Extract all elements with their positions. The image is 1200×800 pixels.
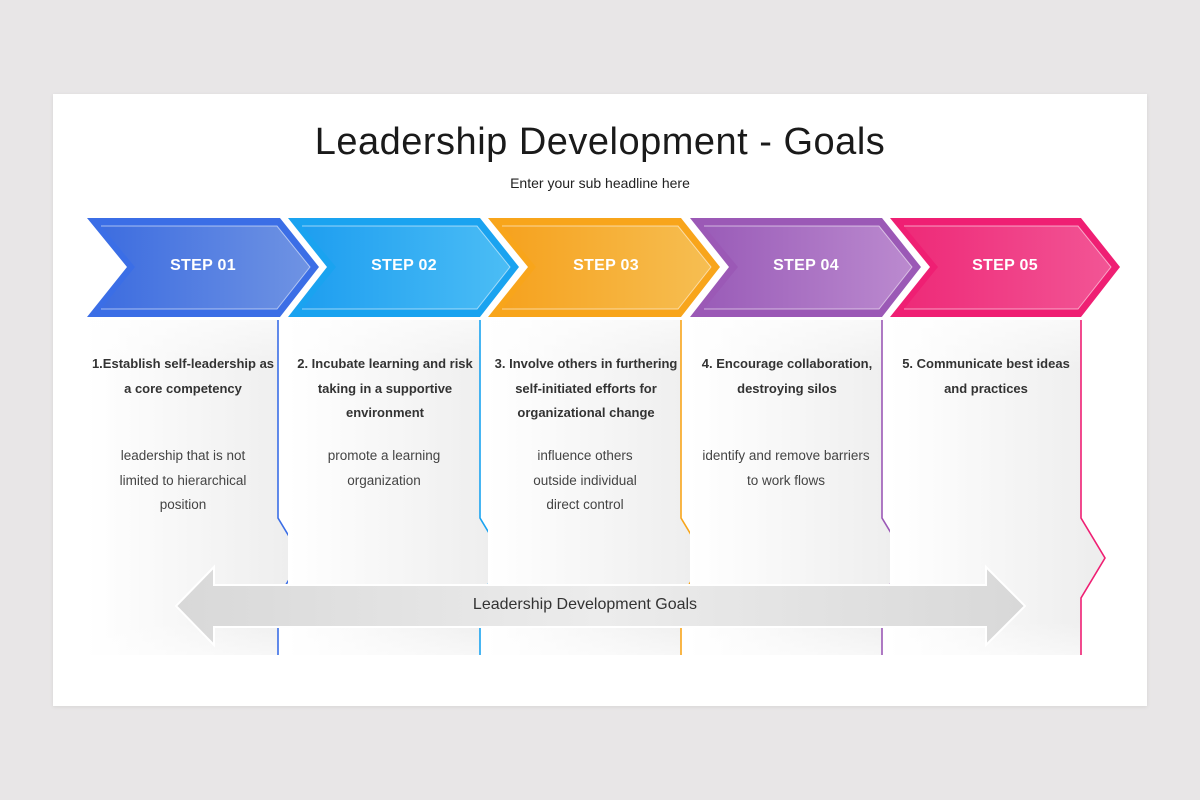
card-description-4: identify and remove barriers to work flo…: [702, 448, 870, 488]
card-1: [87, 320, 303, 656]
card-heading-3: 3. Involve others in furthering self-ini…: [494, 356, 678, 420]
card-2: [288, 320, 505, 656]
step-label-1: STEP 01: [170, 257, 236, 274]
card-heading-4: 4. Encourage collaboration, destroying s…: [701, 356, 873, 396]
step-label-4: STEP 04: [773, 257, 839, 274]
card-5: [890, 320, 1106, 656]
step-chevron-1: [87, 218, 319, 317]
step-label-3: STEP 03: [573, 257, 639, 274]
center-arrow-label: Leadership Development Goals: [472, 596, 698, 613]
step-chevron-4: [690, 218, 921, 317]
card-description-3: influence others outside individual dire…: [533, 448, 637, 512]
step-chevron-5: [890, 218, 1120, 317]
card-heading-2: 2. Incubate learning and risk taking in …: [297, 356, 473, 420]
card-4: [690, 320, 907, 656]
slide-title: Leadership Development - Goals: [314, 121, 886, 163]
step-chevron-3: [488, 218, 720, 317]
card-description-1: leadership that is not limited to hierar…: [119, 448, 247, 512]
double-arrow-icon: [174, 564, 1027, 648]
step-label-5: STEP 05: [972, 257, 1038, 274]
step-label-2: STEP 02: [371, 257, 437, 274]
card-description-2: promote a learning organization: [327, 448, 441, 488]
card-heading-5: 5. Communicate best ideas and practices: [902, 356, 1070, 396]
slide-subtitle: Enter your sub headline here: [510, 175, 690, 191]
card-heading-1: 1.Establish self-leadership as a core co…: [91, 356, 275, 396]
step-chevron-2: [288, 218, 519, 317]
